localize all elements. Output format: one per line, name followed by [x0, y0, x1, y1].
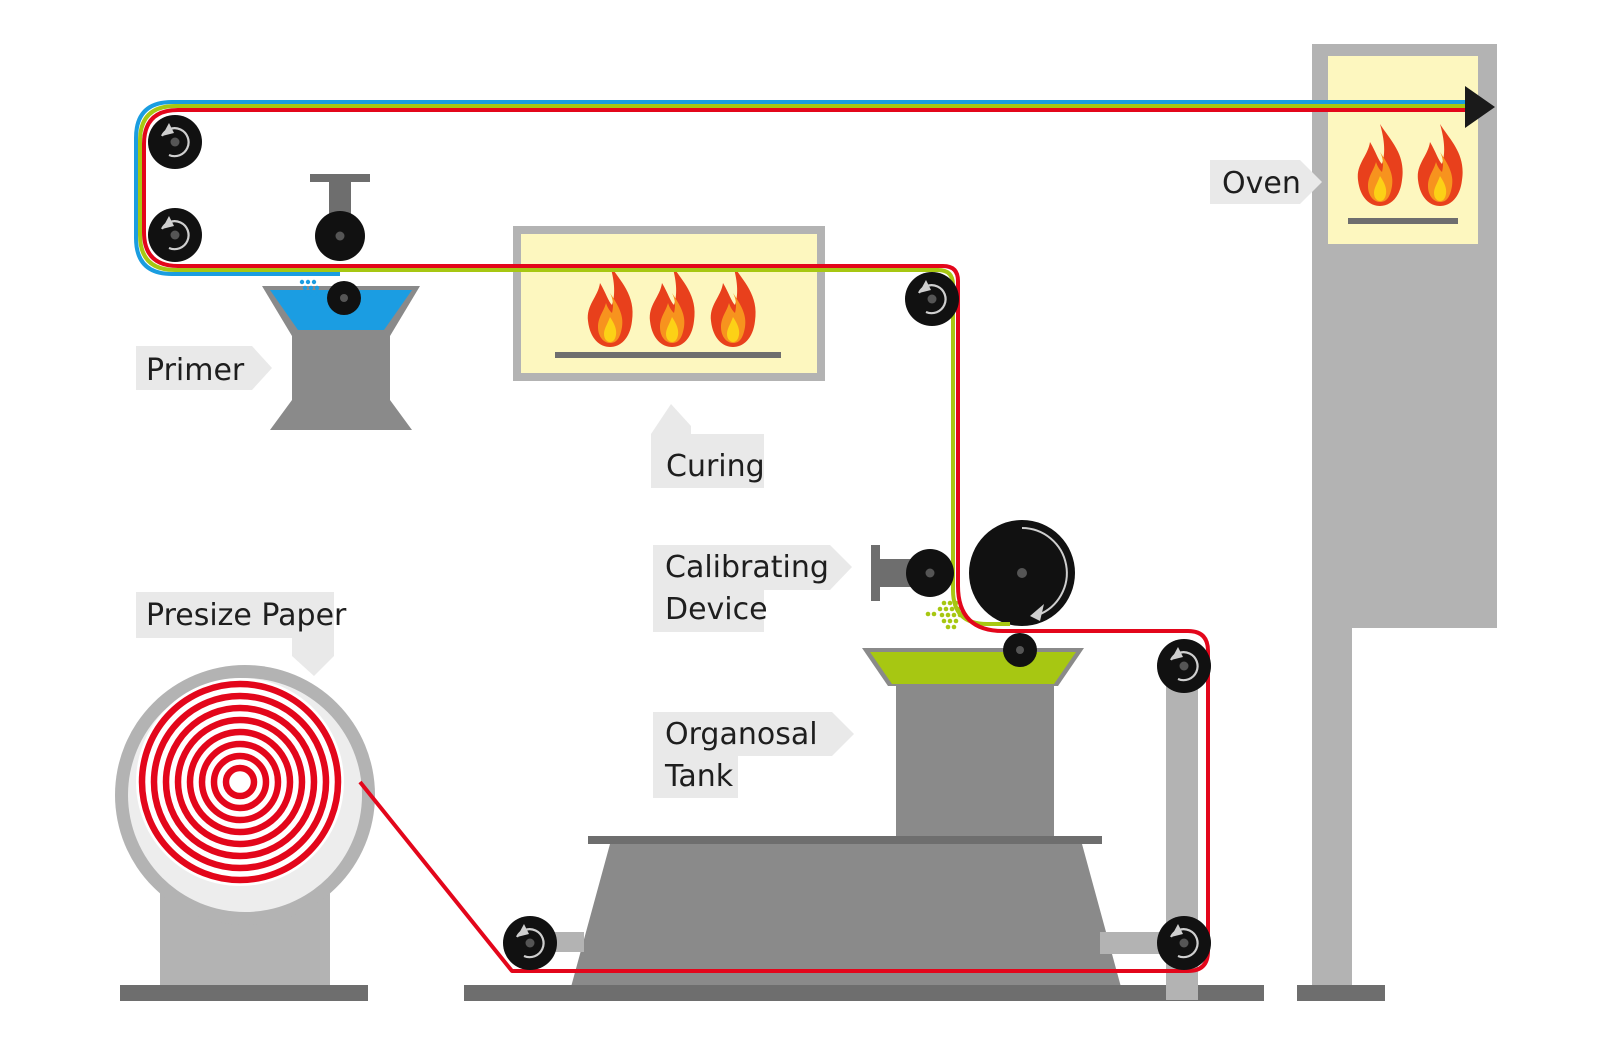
primer-spray	[299, 279, 323, 297]
roller-icon	[146, 113, 204, 171]
svg-text:Curing: Curing	[666, 449, 765, 484]
svg-text:Calibrating: Calibrating	[665, 550, 829, 585]
label-organosal-tank: Organosal Tank	[653, 712, 854, 798]
oven	[1297, 44, 1497, 1001]
curing-heater	[513, 226, 825, 381]
arrow-right-icon	[1465, 86, 1495, 128]
roller-icon	[315, 211, 365, 261]
label-primer: Primer	[136, 346, 272, 390]
label-oven: Oven	[1210, 160, 1322, 204]
label-presize-paper: Presize Paper	[136, 592, 347, 676]
roller-icon	[146, 206, 204, 264]
roller-icon	[906, 549, 954, 597]
svg-text:Oven: Oven	[1222, 166, 1301, 201]
svg-text:Organosal: Organosal	[665, 717, 818, 752]
calibrating-device	[871, 520, 1075, 630]
label-calibrating-device: Calibrating Device	[653, 545, 852, 632]
roller-icon	[327, 281, 361, 315]
svg-text:Primer: Primer	[146, 353, 245, 388]
svg-text:Device: Device	[665, 592, 768, 627]
svg-text:Tank: Tank	[664, 759, 734, 794]
organosal-spray	[925, 600, 963, 630]
label-curing: Curing	[651, 404, 765, 488]
rollers	[146, 113, 1213, 972]
web-layer-green	[138, 104, 1470, 626]
roller-icon	[903, 270, 961, 328]
web-layer-blue	[134, 100, 1470, 276]
svg-text:Presize Paper: Presize Paper	[146, 598, 347, 633]
roller-icon	[1155, 914, 1213, 972]
presize-paper-reel	[115, 665, 375, 1001]
roller-icon	[501, 914, 559, 972]
roller-icon	[1003, 633, 1037, 667]
roller-icon	[1155, 637, 1213, 695]
